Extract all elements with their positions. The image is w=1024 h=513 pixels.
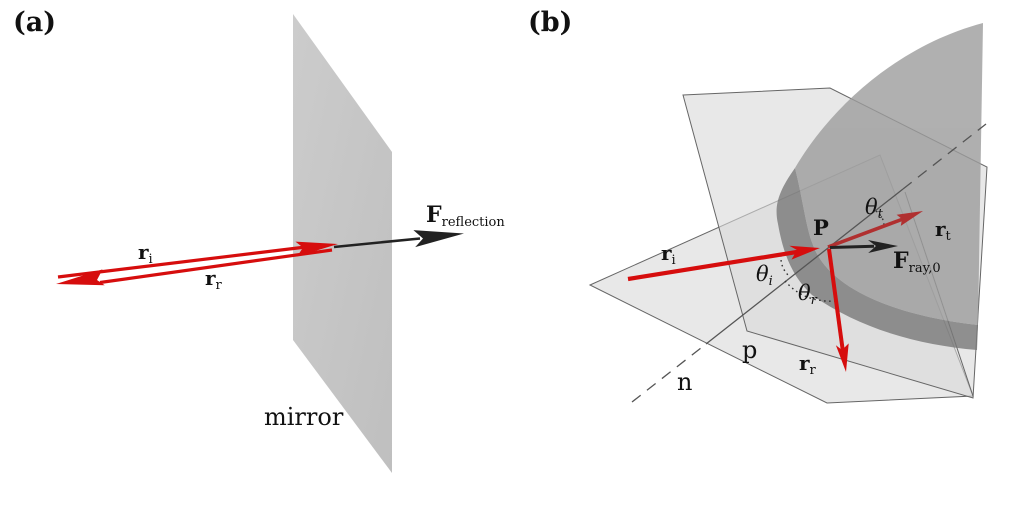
normal-line-n xyxy=(631,123,987,403)
ray-reflected-arrowhead-a xyxy=(56,269,105,286)
panel-b-tag: (b) xyxy=(528,7,572,38)
lens-top-face xyxy=(795,23,983,325)
lens-body xyxy=(776,23,983,350)
ray-incident-arrowhead-b xyxy=(789,245,820,260)
ray-reflected-shaft-a xyxy=(99,248,333,285)
normal-solid-middle xyxy=(705,188,904,345)
ray-transmitted-shaft xyxy=(827,217,904,249)
label-ray-reflected-b: rr xyxy=(799,351,817,378)
label-ray-incident-b: ri xyxy=(661,241,676,268)
label-plane-p: p xyxy=(742,336,757,364)
mirror-plane xyxy=(293,14,392,473)
force-reflection-arrowhead xyxy=(413,230,464,248)
label-point-P: P xyxy=(813,215,829,240)
label-ray-transmitted: rt xyxy=(935,217,952,244)
label-ray-incident-a: ri xyxy=(138,240,153,267)
force-ray-shaft xyxy=(829,244,875,249)
panel-b: (b) xyxy=(528,7,988,404)
label-force-reflection: Freflection xyxy=(426,202,505,230)
panel-a: (a) ri rr Freflection mirror xyxy=(13,7,505,473)
label-angle-transmission: θt xyxy=(865,195,884,222)
ray-reflected-shaft-b xyxy=(827,248,845,353)
label-normal-n: n xyxy=(677,368,692,396)
ray-transmitted-arrowhead xyxy=(896,211,923,226)
panel-a-tag: (a) xyxy=(13,7,56,38)
label-force-ray: Fray,0 xyxy=(893,248,941,276)
force-reflection-shaft xyxy=(333,237,421,249)
label-angle-incidence: θi xyxy=(756,262,773,289)
normal-dashed-lower xyxy=(631,343,707,403)
ray-reflected-arrowhead-b xyxy=(835,343,849,372)
ray-incident-arrowhead-a xyxy=(295,241,338,257)
label-angle-reflection: θr xyxy=(798,281,818,308)
label-mirror: mirror xyxy=(264,403,344,431)
force-ray-arrowhead xyxy=(868,240,898,253)
ray-incident-shaft-b xyxy=(627,249,801,282)
lens-side-face xyxy=(776,168,978,350)
label-ray-reflected-a: rr xyxy=(205,266,223,293)
